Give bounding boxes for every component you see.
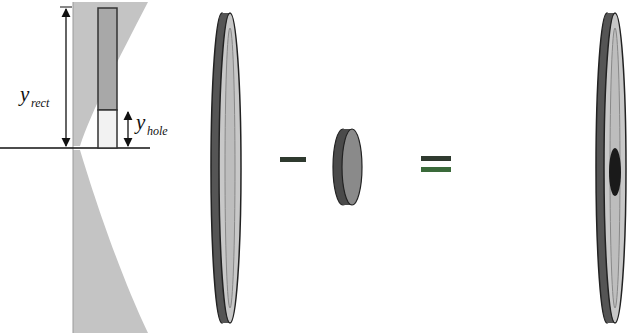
profile-edge [73, 2, 74, 333]
minus-sign [280, 157, 306, 162]
center-line [0, 147, 150, 149]
dimension-symbol: y [136, 112, 145, 133]
equals-sign [421, 167, 451, 172]
dimension-tick [60, 7, 72, 8]
profile-lower [73, 150, 148, 333]
dimension-subscript: hole [147, 125, 168, 137]
equals-sign [421, 156, 451, 161]
dimension-arrow [127, 112, 128, 146]
rect-strip [98, 8, 117, 110]
dimension-arrow [65, 9, 66, 146]
hole-strip [98, 110, 117, 148]
cylinder [333, 129, 362, 205]
full-disc [211, 13, 241, 323]
dimension-subscript: rect [31, 97, 49, 109]
dimension-symbol: y [20, 84, 29, 105]
holed-disc [596, 13, 626, 323]
